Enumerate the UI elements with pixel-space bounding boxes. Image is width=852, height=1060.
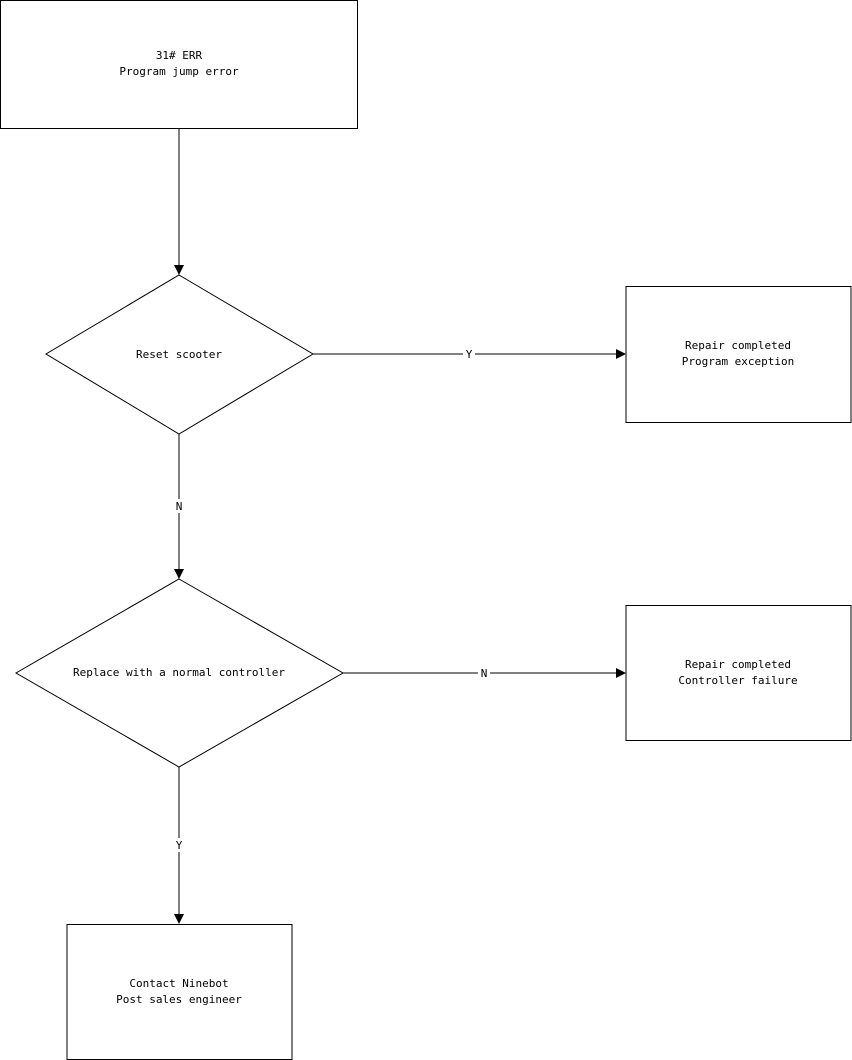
decision-reset-label: Reset scooter — [136, 348, 222, 361]
start-box — [0, 0, 358, 129]
result-controller-subtitle: Controller failure — [678, 674, 797, 687]
arrowhead-start-to-reset — [174, 265, 184, 275]
edge-labels: Y N N Y — [173, 347, 490, 852]
decision-reset-node: Reset scooter — [45, 274, 314, 435]
result-controller-title: Repair completed — [685, 658, 791, 671]
edges — [174, 128, 626, 924]
result-program-subtitle: Program exception — [682, 355, 795, 368]
result-program-title: Repair completed — [685, 339, 791, 352]
contact-box — [66, 924, 293, 1060]
result-program-node: Repair completed Program exception — [625, 286, 852, 423]
edge-label-replace-no: N — [481, 667, 488, 680]
edge-label-reset-no: N — [176, 500, 183, 513]
arrowhead-replace-no — [616, 668, 626, 678]
contact-title: Contact Ninebot — [129, 977, 228, 990]
decision-replace-node: Replace with a normal controller — [14, 578, 345, 768]
arrowhead-replace-yes — [174, 914, 184, 924]
start-subtitle: Program jump error — [119, 65, 239, 78]
result-program-box — [625, 286, 852, 423]
result-controller-node: Repair completed Controller failure — [625, 605, 852, 741]
decision-reset-diamond — [45, 274, 314, 435]
start-title: 31# ERR — [156, 49, 203, 62]
result-controller-box — [625, 605, 852, 741]
start-node: 31# ERR Program jump error — [0, 0, 358, 129]
contact-node: Contact Ninebot Post sales engineer — [66, 924, 293, 1060]
arrowhead-reset-yes — [616, 349, 626, 359]
arrowhead-reset-no — [174, 569, 184, 579]
edge-label-reset-yes: Y — [466, 348, 473, 361]
decision-replace-diamond — [14, 578, 345, 768]
contact-subtitle: Post sales engineer — [116, 993, 242, 1006]
decision-replace-label: Replace with a normal controller — [73, 666, 285, 679]
edge-label-replace-yes: Y — [176, 839, 183, 852]
